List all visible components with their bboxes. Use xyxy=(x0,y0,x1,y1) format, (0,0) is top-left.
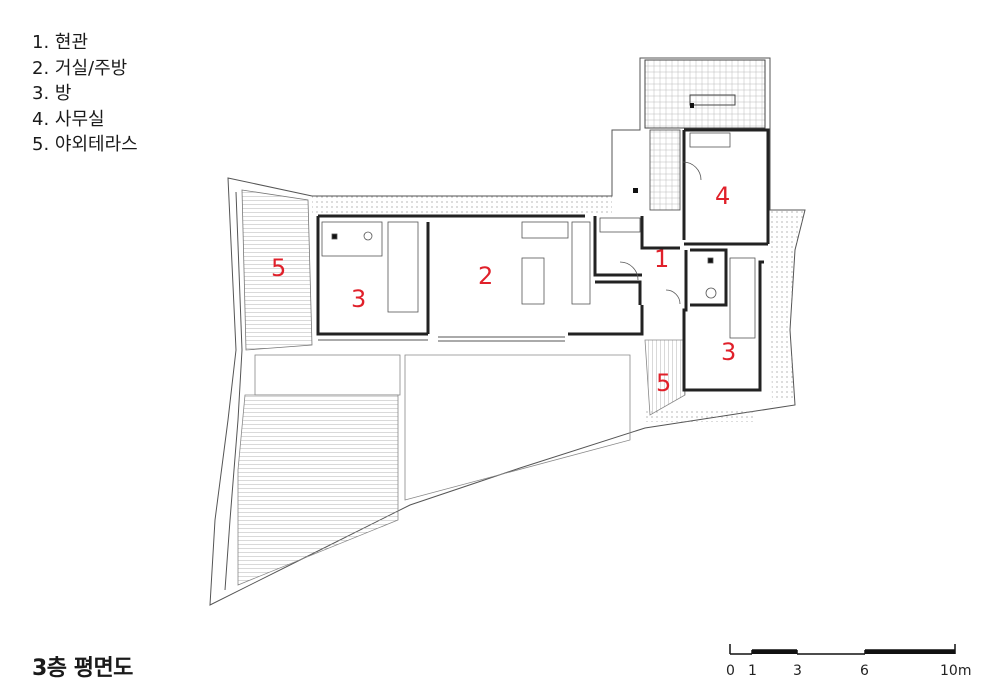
scale-bar: 0 1 3 6 10m xyxy=(726,644,971,679)
legend-item-living-kitchen: 2. 거실/주방 xyxy=(32,57,128,79)
scale-tick-3: 3 xyxy=(793,663,802,679)
lower-deck xyxy=(237,354,631,586)
window-lines xyxy=(318,336,565,342)
room-label-office: 4 xyxy=(715,182,730,210)
fixtures xyxy=(321,132,756,339)
legend-item-entrance: 1. 현관 xyxy=(32,32,89,53)
legend-item-room: 3. 방 xyxy=(32,83,72,104)
room-label-room-right: 3 xyxy=(721,338,736,366)
legend-item-terrace: 5. 야외테라스 xyxy=(32,134,138,155)
room-label-terrace-left: 5 xyxy=(271,254,286,282)
room-label-living: 2 xyxy=(478,262,493,290)
stair-deck xyxy=(633,59,766,211)
terrace-left xyxy=(241,189,313,351)
scale-tick-6: 6 xyxy=(860,663,869,679)
building-walls xyxy=(316,128,770,392)
scale-tick-1: 1 xyxy=(748,663,757,679)
room-label-entrance: 1 xyxy=(654,245,669,273)
planter-strip xyxy=(312,196,805,422)
room-label-terrace-right: 5 xyxy=(656,369,671,397)
room-legend: 1. 현관 2. 거실/주방 3. 방 4. 사무실 5. 야외테라스 xyxy=(32,30,138,158)
plan-title: 3층 평면도 xyxy=(32,656,133,681)
legend-item-office: 4. 사무실 xyxy=(32,108,105,130)
scale-tick-0: 0 xyxy=(726,663,735,679)
scale-tick-10: 10m xyxy=(940,663,971,679)
terrace-right xyxy=(644,339,686,416)
room-label-room-left: 3 xyxy=(351,285,366,313)
